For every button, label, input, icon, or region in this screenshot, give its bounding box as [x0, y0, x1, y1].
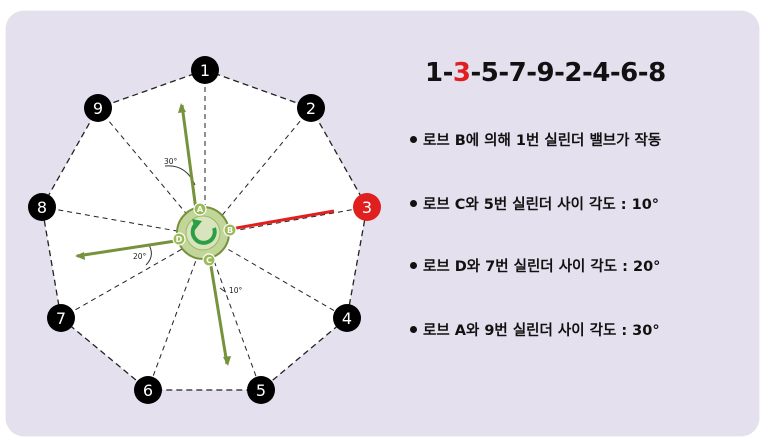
- cylinder-3: 3: [353, 193, 381, 221]
- angle-label-c5: 10°: [229, 286, 243, 295]
- spoke-7: [60, 235, 206, 319]
- firing-order-part-4: -5-7-9-2-4-6-8: [470, 58, 666, 88]
- lobe-c: [202, 253, 216, 267]
- firing-order-part-2: -: [442, 58, 454, 88]
- lobe-line-a: [180, 104, 198, 211]
- cylinder-3-label: 3: [362, 198, 372, 217]
- bullet-dot-icon: [410, 325, 417, 333]
- bullet-item-4: 로브 A와 9번 실린더 사이 각도 : 30°: [410, 319, 660, 340]
- firing-order-highlight: 3: [452, 58, 471, 88]
- lobe-c-arrowhead: [223, 356, 231, 366]
- cylinder-2-label: 2: [306, 99, 316, 118]
- cylinder-8-label: 8: [37, 198, 47, 217]
- lobe-a-arrowhead: [178, 103, 186, 113]
- angle-arc-c5: [219, 287, 227, 293]
- lobe-d: [172, 232, 186, 246]
- lobe-c-label: C: [206, 256, 212, 265]
- bullet-text-3: 로브 D와 7번 실린더 사이 각도 : 20°: [423, 259, 661, 275]
- bullet-dot-icon: [410, 135, 417, 143]
- cylinder-1-label: 1: [200, 61, 210, 80]
- angle-arc-d7: [145, 244, 152, 266]
- rotation-arrow-icon: [190, 219, 217, 245]
- bullet-text-4: 로브 A와 9번 실린더 사이 각도 : 30°: [423, 323, 660, 339]
- spoke-6: [147, 235, 206, 391]
- lobe-d-label: D: [176, 235, 183, 244]
- bullet-item-1: 로브 B에 의해 1번 실린더 밸브가 작동: [410, 129, 661, 150]
- firing-order-part-1: 1: [425, 58, 443, 88]
- lobe-line-c: [208, 259, 229, 365]
- lobe-b-label: B: [227, 226, 233, 235]
- bullet-text-1: 로브 B에 의해 1번 실린더 밸브가 작동: [423, 133, 662, 149]
- cylinder-6: 6: [134, 376, 162, 404]
- cylinder-9-label: 9: [93, 99, 103, 118]
- angle-label-a9: 30°: [164, 157, 178, 166]
- cylinder-9: 9: [84, 94, 112, 122]
- cylinder-7-label: 7: [56, 309, 66, 328]
- lobe-a: [193, 202, 207, 216]
- spoke-4: [204, 235, 348, 319]
- bullet-item-3: 로브 D와 7번 실린더 사이 각도 : 20°: [410, 255, 660, 276]
- cylinder-5: 5: [247, 376, 275, 404]
- lobe-lines: [76, 104, 229, 365]
- lobe-d-arrowhead: [75, 252, 85, 260]
- bullet-dot-icon: [410, 199, 417, 207]
- firing-order-title: 1-3-5-7-9-2-4-6-8: [425, 58, 666, 88]
- cylinder-1: 1: [191, 56, 219, 84]
- cylinder-4: 4: [333, 304, 361, 332]
- lobe-line-d: [76, 238, 183, 258]
- bullet-dot-icon: [410, 261, 417, 269]
- cylinder-4-label: 4: [342, 309, 352, 328]
- lobe-b: [223, 223, 237, 237]
- cylinder-7: 7: [47, 304, 75, 332]
- bullet-item-2: 로브 C와 5번 실린더 사이 각도 : 10°: [410, 193, 659, 214]
- cylinder-2: 2: [297, 94, 325, 122]
- cylinder-6-label: 6: [143, 381, 153, 400]
- cylinder-8: 8: [28, 193, 56, 221]
- cylinder-5-label: 5: [256, 381, 266, 400]
- bullet-text-2: 로브 C와 5번 실린더 사이 각도 : 10°: [423, 197, 660, 213]
- lobe-a-label: A: [197, 205, 204, 214]
- lobe-line-b-active: [224, 209, 335, 232]
- angle-label-d7: 20°: [133, 252, 147, 261]
